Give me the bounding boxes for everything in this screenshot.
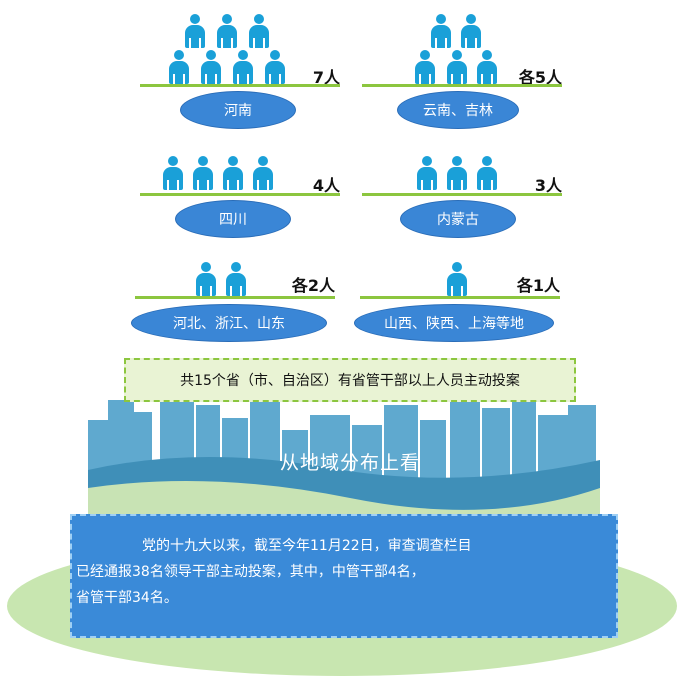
people-icons	[362, 136, 562, 206]
person-icon	[216, 14, 238, 48]
person-icon	[460, 14, 482, 48]
baseline	[360, 296, 560, 299]
person-icon	[414, 50, 436, 84]
hill-front	[88, 480, 600, 520]
region-ellipse: 云南、吉林	[397, 91, 519, 129]
person-icon	[225, 262, 247, 296]
person-icon	[232, 50, 254, 84]
count-label: 各2人	[291, 276, 335, 295]
count-label: 各5人	[518, 68, 562, 87]
baseline	[135, 296, 335, 299]
people-icons	[140, 136, 340, 206]
people-icons	[135, 258, 335, 328]
person-icon	[416, 156, 438, 190]
baseline	[362, 84, 562, 87]
person-icon	[476, 156, 498, 190]
person-icon	[446, 262, 468, 296]
summary-banner: 共15个省（市、自治区）有省管干部以上人员主动投案	[124, 358, 576, 402]
group-sichuan: 4人 四川	[140, 136, 340, 246]
person-icon	[192, 156, 214, 190]
count-label: 4人	[312, 176, 340, 195]
person-icon	[248, 14, 270, 48]
count-label: 7人	[312, 68, 340, 87]
notice-box: 党的十九大以来，截至今年11月22日，审查调查栏目 已经通报38名领导干部主动投…	[70, 514, 618, 638]
person-icon	[184, 14, 206, 48]
notice-line-3: 省管干部34名。	[76, 590, 178, 606]
person-icon	[430, 14, 452, 48]
person-icon	[168, 50, 190, 84]
region-ellipse: 内蒙古	[400, 200, 516, 238]
person-icon	[446, 156, 468, 190]
person-icon	[446, 50, 468, 84]
notice-line-1: 党的十九大以来，截至今年11月22日，审查调查栏目	[142, 538, 472, 554]
person-icon	[476, 50, 498, 84]
person-icon	[252, 156, 274, 190]
person-icon	[264, 50, 286, 84]
group-henan: 7人 河南	[140, 14, 340, 134]
baseline	[362, 193, 562, 196]
group-hebei-zhejiang-shandong: 各2人 河北、浙江、山东	[131, 258, 335, 358]
scene-title: 从地域分布上看	[279, 452, 420, 474]
person-icon	[162, 156, 184, 190]
group-yunnan-jilin: 各5人 云南、吉林	[362, 14, 562, 134]
group-neimenggu: 3人 内蒙古	[362, 136, 562, 246]
count-label: 各1人	[516, 276, 560, 295]
person-icon	[222, 156, 244, 190]
baseline	[140, 84, 340, 87]
region-ellipse: 河北、浙江、山东	[131, 304, 327, 342]
group-shanxi-shaanxi-shanghai: 各1人 山西、陕西、上海等地	[354, 258, 560, 358]
baseline	[140, 193, 340, 196]
people-icons	[140, 14, 340, 84]
people-icons	[360, 258, 560, 328]
notice-line-2: 已经通报38名领导干部主动投案，其中，中管干部4名，	[76, 564, 425, 580]
count-label: 3人	[534, 176, 562, 195]
region-ellipse: 四川	[175, 200, 291, 238]
person-icon	[195, 262, 217, 296]
region-ellipse: 河南	[180, 91, 296, 129]
people-icons	[362, 14, 562, 84]
person-icon	[200, 50, 222, 84]
region-ellipse: 山西、陕西、上海等地	[354, 304, 554, 342]
